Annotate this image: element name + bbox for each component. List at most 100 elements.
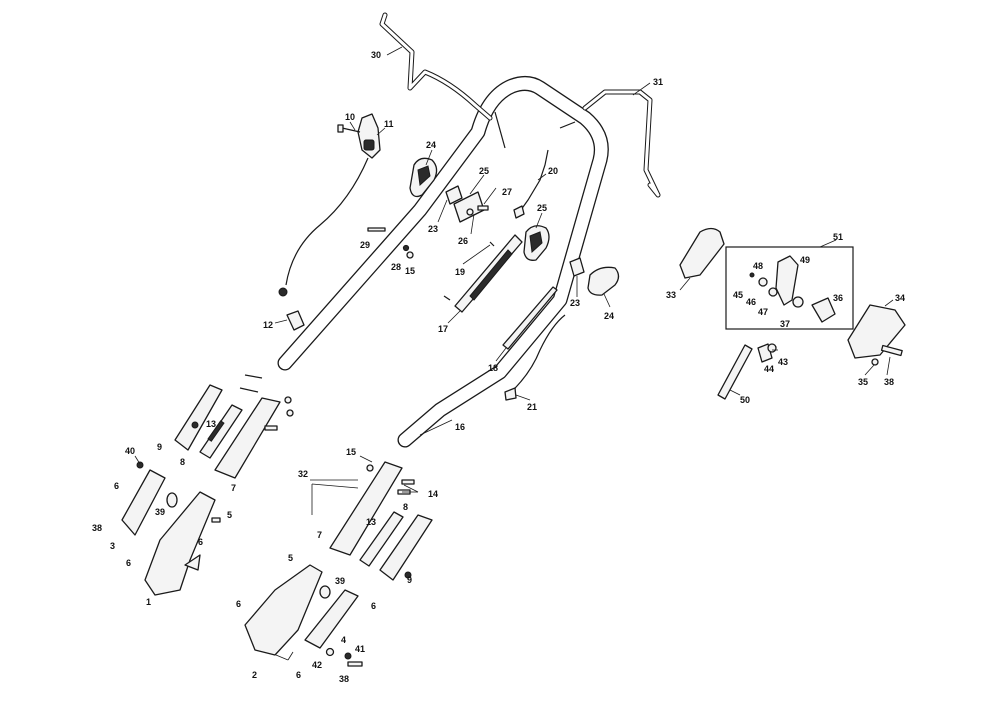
callout-7: 7 [231, 483, 236, 493]
callout-28: 28 [391, 262, 401, 272]
shaft-50 [717, 343, 777, 400]
throttle-lever-11 [278, 113, 381, 297]
callout-1: 1 [146, 597, 151, 607]
clip-23 [569, 257, 585, 277]
callout-12: 12 [263, 320, 273, 330]
callout-18: 18 [488, 363, 498, 373]
callout-3: 3 [110, 541, 115, 551]
callout-23: 23 [428, 224, 438, 234]
callout-33: 33 [666, 290, 676, 300]
callout-25: 25 [479, 166, 489, 176]
callout-42: 42 [312, 660, 322, 670]
right-grip-33 [679, 227, 725, 279]
callout-46: 46 [746, 297, 756, 307]
callout-37: 37 [780, 319, 790, 329]
callout-23: 23 [570, 298, 580, 308]
callout-25: 25 [537, 203, 547, 213]
callout-13: 13 [206, 419, 216, 429]
right-housing-2 [244, 564, 331, 656]
left-housing-1 [144, 491, 221, 596]
bail-wire-31 [582, 89, 661, 198]
left-handle-bracket-9 [174, 384, 223, 451]
control-block-25 [445, 185, 489, 223]
callout-45: 45 [733, 290, 743, 300]
callout-39: 39 [155, 507, 165, 517]
rod-18 [502, 286, 558, 350]
callout-49: 49 [800, 255, 810, 265]
callout-5: 5 [227, 510, 232, 520]
callout-29: 29 [360, 240, 370, 250]
upper-handle-16 [277, 75, 609, 448]
callout-6: 6 [198, 537, 203, 547]
callout-30: 30 [371, 50, 381, 60]
callout-44: 44 [764, 364, 774, 374]
callout-47: 47 [758, 307, 768, 317]
callout-50: 50 [740, 395, 750, 405]
callout-26: 26 [458, 236, 468, 246]
callout-27: 27 [502, 187, 512, 197]
callout-13: 13 [366, 517, 376, 527]
kit-51-parts [749, 255, 836, 323]
callout-6: 6 [236, 599, 241, 609]
right-handle-bracket-9 [379, 514, 433, 581]
callout-15: 15 [405, 266, 415, 276]
callout-5: 5 [288, 553, 293, 563]
callout-9: 9 [157, 442, 162, 452]
callout-39: 39 [335, 576, 345, 586]
callout-34: 34 [895, 293, 905, 303]
callout-35: 35 [858, 377, 868, 387]
callout-36: 36 [833, 293, 843, 303]
callout-20: 20 [548, 166, 558, 176]
right-spacer-8 [359, 511, 404, 567]
bail-wire-30 [379, 12, 493, 121]
callout-4: 4 [341, 635, 346, 645]
rod-17 [443, 234, 523, 313]
callout-32: 32 [298, 469, 308, 479]
callout-40: 40 [125, 446, 135, 456]
callout-labels: 30 31 10 11 24 24 25 25 27 20 23 23 26 2… [92, 50, 905, 684]
leader-lines [134, 46, 894, 661]
cable-clip-12 [286, 310, 305, 331]
cable-21 [504, 314, 566, 401]
callout-6: 6 [126, 558, 131, 568]
hand-grip-24-upper [409, 157, 438, 198]
callout-2: 2 [252, 670, 257, 680]
callout-51: 51 [833, 232, 843, 242]
callout-6: 6 [296, 670, 301, 680]
callout-24: 24 [604, 311, 614, 321]
callout-6: 6 [114, 481, 119, 491]
callout-8: 8 [180, 457, 185, 467]
callout-19: 19 [455, 267, 465, 277]
spring-20 [513, 149, 549, 219]
callout-38: 38 [339, 674, 349, 684]
left-mount-7 [214, 374, 294, 479]
callout-41: 41 [355, 644, 365, 654]
callout-8: 8 [403, 502, 408, 512]
callout-38: 38 [92, 523, 102, 533]
left-cover-3 [121, 461, 166, 536]
callout-10: 10 [345, 112, 355, 122]
housing-34 [847, 304, 906, 366]
callout-21: 21 [527, 402, 537, 412]
callout-48: 48 [753, 261, 763, 271]
callout-38: 38 [884, 377, 894, 387]
callout-17: 17 [438, 324, 448, 334]
callout-11: 11 [384, 119, 394, 129]
callout-24: 24 [426, 140, 436, 150]
left-spacer-8 [199, 404, 243, 459]
callout-7: 7 [317, 530, 322, 540]
hand-grip-25-right [523, 225, 550, 261]
hand-grip-24-lower [587, 266, 620, 296]
callout-43: 43 [778, 357, 788, 367]
kit-box-51 [725, 246, 854, 330]
callout-16: 16 [455, 422, 465, 432]
small-pins-29-28-15 [367, 227, 414, 259]
callout-31: 31 [653, 77, 663, 87]
callout-15: 15 [346, 447, 356, 457]
callout-14: 14 [428, 489, 438, 499]
right-cover-4 [304, 589, 363, 667]
callout-9: 9 [407, 575, 412, 585]
callout-6: 6 [371, 601, 376, 611]
